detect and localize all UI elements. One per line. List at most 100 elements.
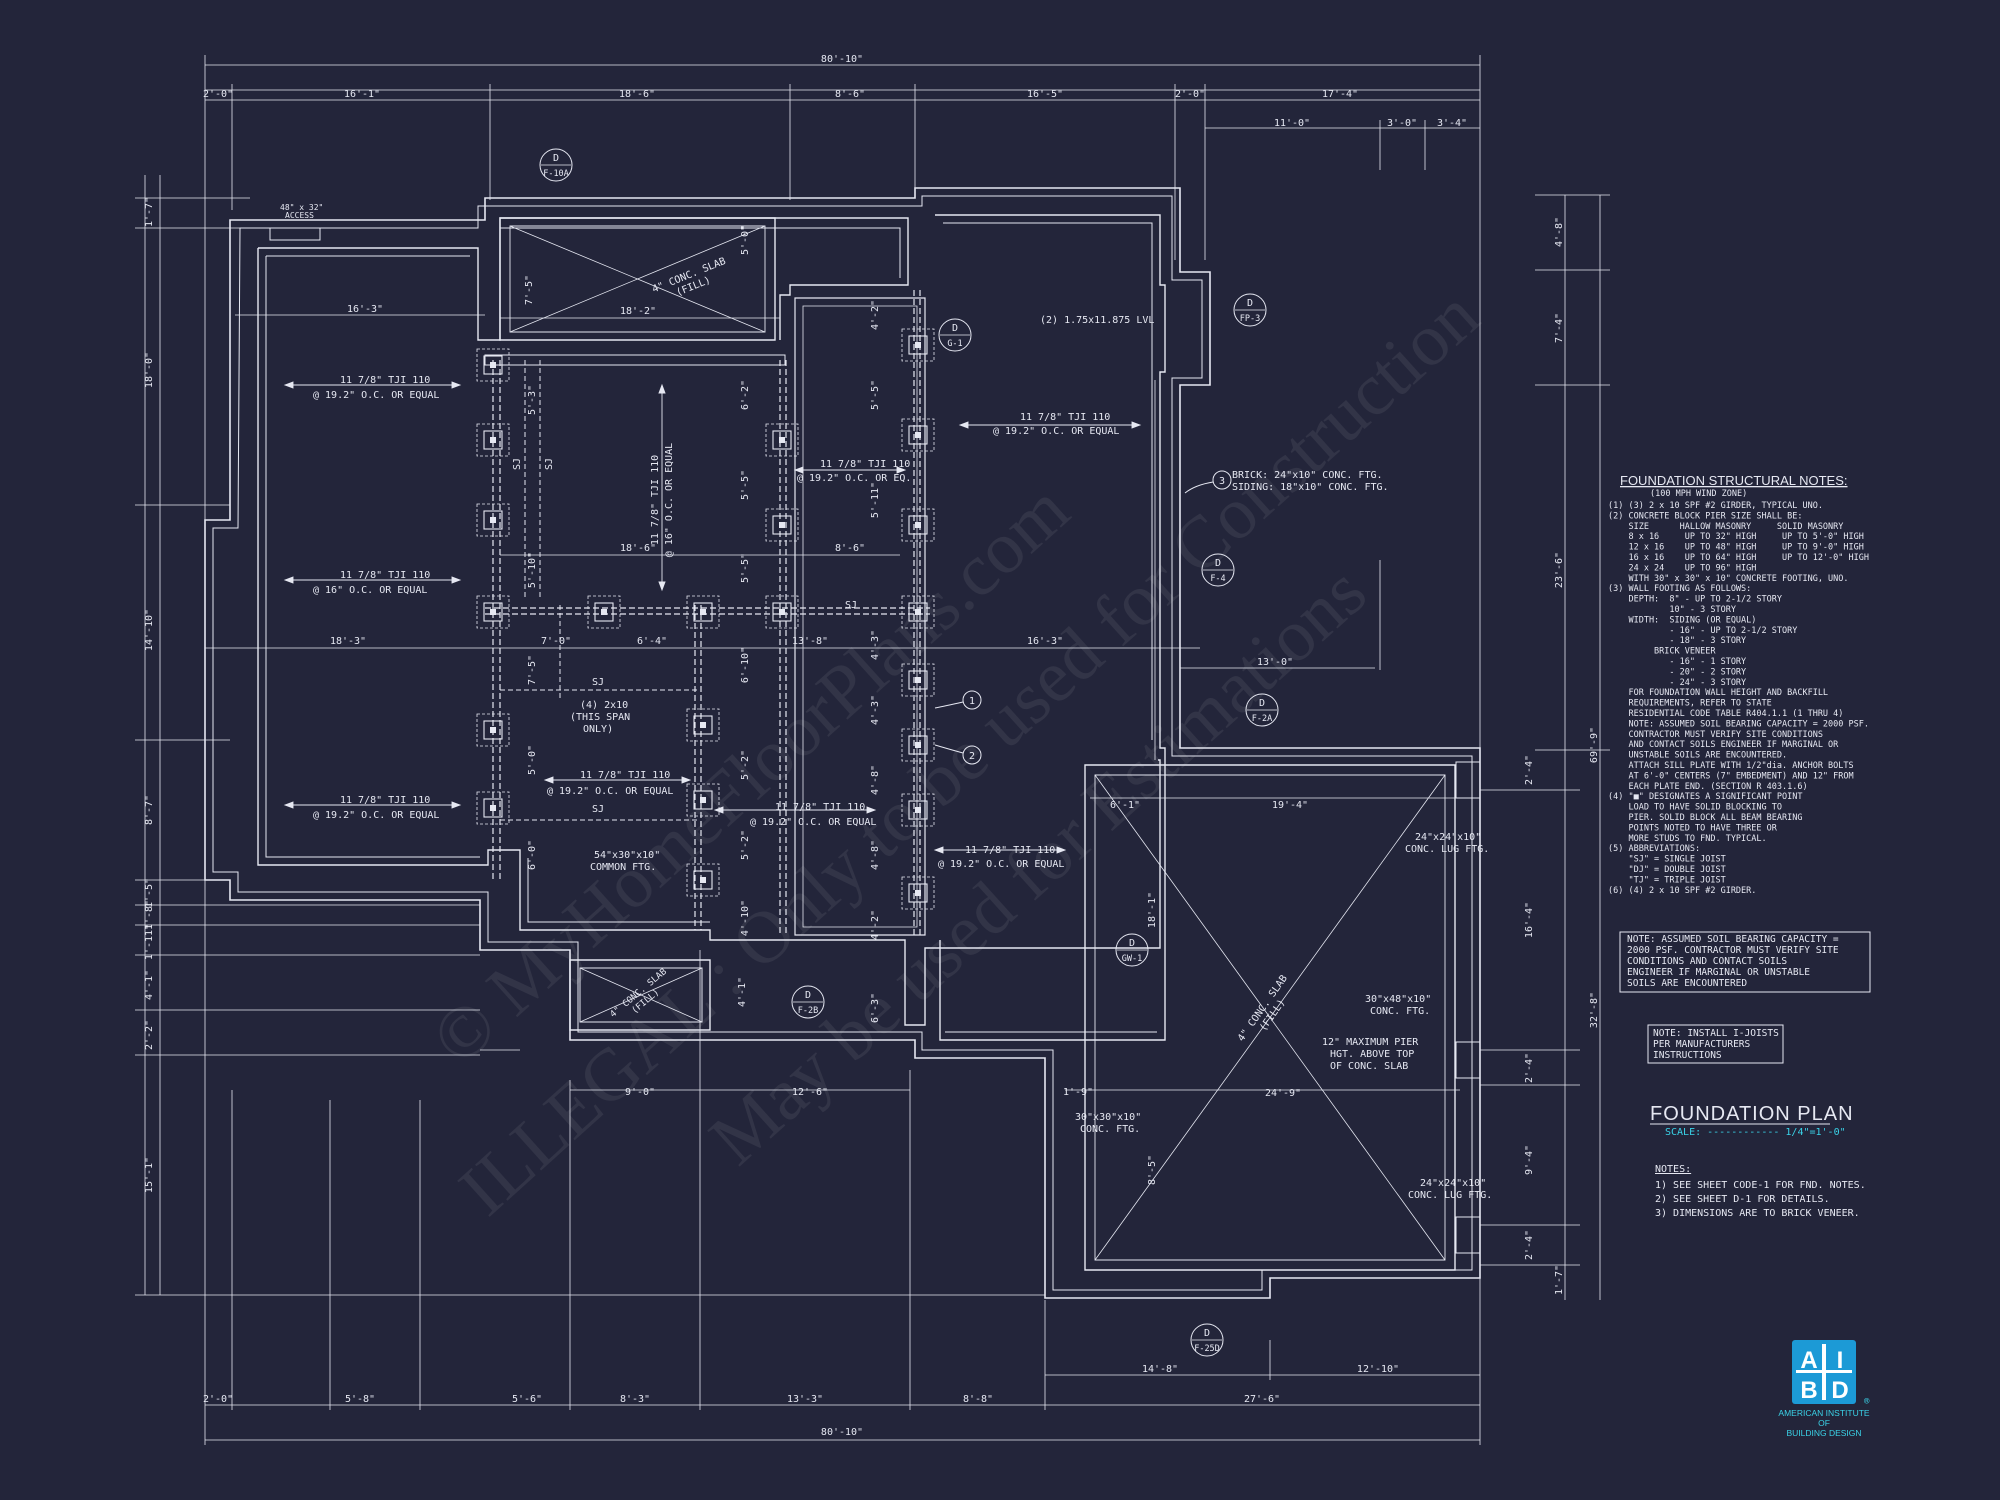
logo-registered: ® [1864,1397,1870,1407]
dim-bottom-3: 5'-6" [512,1394,542,1405]
pier [901,793,935,827]
plan-scale: SCALE: ------------ 1/4"=1'-0" [1665,1127,1846,1138]
structural-note-line: - 16" - UP TO 2-1/2 STORY [1608,626,1797,636]
dim-int-8: 13'-8" [792,636,828,647]
structural-note-line: MORE STUDS TO FND. TYPICAL. [1608,834,1767,844]
dim-int-15: 18'-1" [1147,892,1158,928]
sj-label-5: SJ [544,458,555,470]
callout-2: 2 [969,751,975,762]
logo-letter-b: B [1800,1377,1817,1404]
ijoist-note-1: NOTE: INSTALL I-JOISTS [1653,1028,1779,1039]
structural-note-line: SIZE HALLOW MASONRY SOLID MASONRY [1608,522,1843,532]
pier [765,508,799,542]
structural-note-line: DEPTH: 8" - UP TO 2-1/2 STORY [1608,595,1782,605]
span-label-1: (4) 2x10 [580,700,628,711]
dim-top-sub-2: 3'-0" [1387,118,1417,129]
section-tag-letter: D [553,153,559,164]
logo-caption-1: AMERICAN INSTITUTE [1778,1408,1869,1418]
structural-note-line: POINTS NOTED TO HAVE THREE OR [1608,823,1778,833]
dim-int-13: 1'-9" [1063,1087,1093,1098]
structural-note-line: WIDTH: SIDING (OR EQUAL) [1608,615,1756,625]
soil-note-box: NOTE: ASSUMED SOIL BEARING CAPACITY = 20… [1619,931,1871,993]
joist-a: 11 7/8" TJI 110 [340,375,430,386]
siding-footing: SIDING: 18"x10" CONC. FTG. [1232,482,1389,493]
vdim-13: 6'-0" [527,840,538,870]
dim-right-total-2: 32'-8" [1589,992,1600,1028]
joist-f-spacing: @ 16" O.C. OR EQUAL [664,443,675,557]
joist-e: 11 7/8" TJI 110 [820,459,910,470]
pier [476,503,510,537]
access-size: 48" x 32" [280,203,323,212]
vdim-7: 5'-5" [870,380,881,410]
section-tag: DF-25D [1190,1323,1224,1357]
section-tag-letter: D [1259,698,1265,709]
plan-labels: 48" x 32" ACCESS 4" CONC. SLAB (FILL) 4"… [280,203,1492,1201]
section-tag-sheet: F-2B [798,1006,818,1016]
common-footing-2: COMMON FTG. [590,862,656,873]
structural-note-line: - 18" - 3 STORY [1608,636,1746,646]
joist-arrows [283,381,1142,854]
vdim-14: 6'-10" [740,647,751,683]
vdim-1: 7'-5" [524,275,535,305]
pier [901,876,935,910]
joist-g: 11 7/8" TJI 110 [580,770,670,781]
dim-bottom-4: 8'-3" [620,1394,650,1405]
pier [901,663,935,697]
section-tag-letter: D [952,323,958,334]
dim-top-2: 16'-1" [344,89,380,100]
structural-note-line: "TJ" = TRIPLE JOIST [1608,875,1726,885]
dim-int-6: 7'-0" [541,636,571,647]
dim-int-7: 6'-4" [637,636,667,647]
section-tag-letter: D [1204,1328,1210,1339]
dim-right-1: 4'-8" [1554,217,1565,247]
dim-top-7: 17'-4" [1322,89,1358,100]
dim-int-10: 13'-0" [1257,657,1293,668]
section-tag-sheet: FP-3 [1240,314,1260,324]
structural-note-line: - 24" - 3 STORY [1608,678,1746,688]
dimension-lines [135,55,1610,1445]
structural-note-line: 16 x 16 UP TO 64" HIGH UP TO 12'-0" HIGH [1608,553,1869,563]
dim-int-3: 18'-6" [620,543,656,554]
pier [901,418,935,452]
foundation-walls [204,187,1481,1299]
dim-right-4: 2'-4" [1524,755,1535,785]
dim-left-4: 8'-7" [144,795,155,825]
dim-left-9: 2'-2" [144,1020,155,1050]
dim-right-6: 2'-4" [1524,1053,1535,1083]
dim-right-2: 7'-4" [1554,313,1565,343]
plan-title-block: FOUNDATION PLAN SCALE: ------------ 1/4"… [1650,1103,1853,1138]
general-notes-title: NOTES: [1655,1164,1691,1175]
joist-h-spacing: @ 19.2" O.C. OR EQUAL [750,817,876,828]
dim-left-10: 15'-1" [144,1157,155,1193]
dim-lower-mid-1: 9'-0" [625,1087,655,1098]
pier [476,348,510,382]
dim-bottom-1: 2'-0" [203,1394,233,1405]
lug-footing-1: 24"x24"x10" [1415,832,1481,843]
dim-bottom-sub-2: 12'-10" [1357,1364,1399,1375]
span-label-3: ONLY) [583,724,613,735]
dim-left-1: 1'-7" [144,197,155,227]
soil-note-1: NOTE: ASSUMED SOIL BEARING CAPACITY = [1627,934,1839,945]
joist-g-spacing: @ 19.2" O.C. OR EQUAL [547,786,673,797]
pier [901,595,935,629]
vdim-16: 5'-2" [740,830,751,860]
lug-footing-pad [1455,1216,1481,1254]
section-tag: DGW-1 [1115,933,1149,967]
vdim-24: 4'-1" [737,977,748,1007]
brick-footing: BRICK: 24"x10" CONC. FTG. [1232,470,1383,481]
vdim-2: 5'-0" [740,225,751,255]
dim-left-7: 1'-11" [144,924,155,960]
joist-e-spacing: @ 19.2" O.C. OR EQ. [797,473,911,484]
structural-note-line: WITH 30" x 30" x 10" CONCRETE FOOTING, U… [1608,574,1849,584]
general-note-1: 1) SEE SHEET CODE-1 FOR FND. NOTES. [1655,1180,1866,1191]
vdim-12: 5'-0" [527,745,538,775]
dim-bottom-7: 27'-6" [1244,1394,1280,1405]
structural-note-line: (2) CONCRETE BLOCK PIER SIZE SHALL BE: [1608,511,1802,521]
structural-note-line: CONTRACTOR MUST VERIFY SITE CONDITIONS [1608,730,1823,740]
structural-note-line: (1) (3) 2 x 10 SPF #2 GIRDER, TYPICAL UN… [1608,501,1823,511]
dim-top-4: 8'-6" [835,89,865,100]
section-tag: DF-4 [1201,553,1235,587]
joist-c: 11 7/8" TJI 110 [340,795,430,806]
dim-int-11: 19'-4" [1272,800,1308,811]
